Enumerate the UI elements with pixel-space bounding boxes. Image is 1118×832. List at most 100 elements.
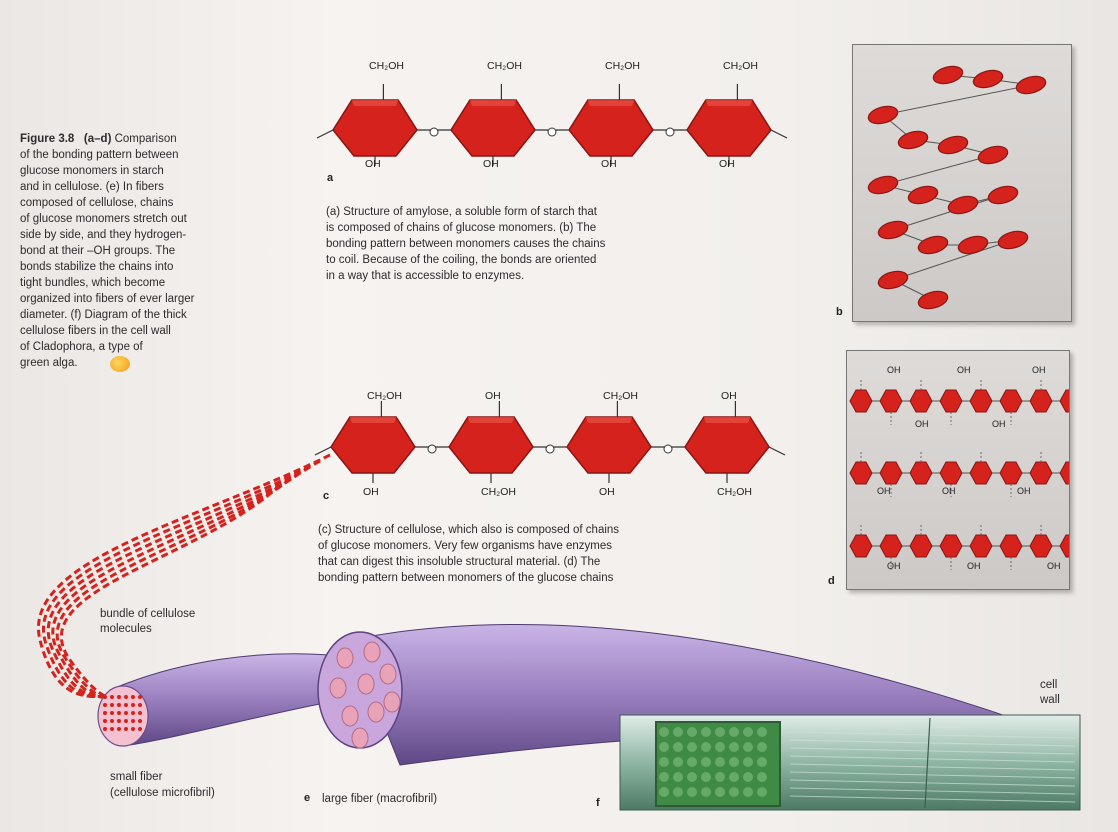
hydroxyl-label: OH: [1047, 561, 1061, 571]
cellulose-linkage-oxygen: [664, 445, 672, 453]
coil-glucose-unit: [931, 63, 964, 86]
sheet-glucose-unit: [910, 535, 932, 557]
cellulose-ring: [685, 417, 769, 473]
cellulose-bonding-panel: OH OH OH OH OH OH OH OH OH OH OH: [846, 350, 1070, 590]
sheet-glucose-unit: [970, 535, 992, 557]
amylose-ring: [333, 100, 417, 156]
panel-letter-d: d: [828, 575, 835, 587]
coil-glucose-unit: [946, 193, 979, 216]
bundle-label: bundle of cellulose: [100, 607, 195, 623]
amylose-top-group: CH₂OH: [723, 60, 758, 72]
hydroxyl-label: OH: [967, 561, 981, 571]
coil-glucose-unit: [916, 288, 949, 311]
amylose-top-group: CH₂OH: [369, 60, 404, 72]
sheet-glucose-unit: [970, 462, 992, 484]
hydroxyl-label: OH: [942, 486, 956, 496]
sheet-glucose-unit: [1030, 535, 1052, 557]
large-fiber-label: large fiber (macrofibril): [322, 792, 437, 808]
amylose-top-group: CH₂OH: [487, 60, 522, 72]
cellulose-bottom-group: CH₂OH: [481, 486, 516, 498]
sheet-glucose-unit: [970, 390, 992, 412]
sheet-glucose-unit: [910, 462, 932, 484]
coil-glucose-unit: [1014, 73, 1047, 96]
coil-glucose-unit: [906, 183, 939, 206]
microfibril-section: [380, 664, 396, 684]
sheet-glucose-unit: [910, 390, 932, 412]
amylose-coil-panel: [852, 44, 1072, 322]
sheet-glucose-unit: [880, 462, 902, 484]
sheet-glucose-unit: [1030, 390, 1052, 412]
cellulose-top-group: CH₂OH: [367, 390, 402, 402]
sheet-glucose-unit: [880, 390, 902, 412]
microfibril-section: [352, 728, 368, 748]
panel-letter-a: a: [327, 172, 333, 184]
microfibril-section: [364, 642, 380, 662]
hydroxyl-label: OH: [887, 561, 901, 571]
cellulose-top-group: CH₂OH: [603, 390, 638, 402]
coil-glucose-unit: [996, 228, 1029, 251]
sheet-glucose-unit: [1030, 462, 1052, 484]
cellulose-linkage-oxygen: [546, 445, 554, 453]
panel-letter-f: f: [596, 797, 600, 809]
amylose-top-group: CH₂OH: [605, 60, 640, 72]
amylose-linkage-oxygen: [430, 128, 438, 136]
cellulose-bottom-group: OH: [363, 486, 379, 498]
amylose-linkage-oxygen: [548, 128, 556, 136]
amylose-ring: [687, 100, 771, 156]
coil-glucose-unit: [876, 218, 909, 241]
microfibril-section: [358, 674, 374, 694]
sheet-glucose-unit: [1060, 390, 1069, 412]
sheet-glucose-unit: [1000, 535, 1022, 557]
amylose-linkage-oxygen: [666, 128, 674, 136]
amylose-bottom-group: OH: [601, 158, 617, 170]
microfibril-section: [342, 706, 358, 726]
cell-wall-label: cell: [1040, 678, 1057, 694]
hydroxyl-label: OH: [915, 419, 929, 429]
sheet-glucose-unit: [850, 535, 872, 557]
hydroxyl-label: OH: [992, 419, 1006, 429]
coil-glucose-unit: [916, 233, 949, 256]
coil-glucose-unit: [971, 67, 1004, 90]
panel-letter-e: e: [304, 792, 310, 804]
panel-letter-b: b: [836, 306, 843, 318]
hydroxyl-label: OH: [1032, 365, 1046, 375]
cellulose-hydrogen-bonds: OH OH OH OH OH OH OH OH OH OH OH: [847, 351, 1069, 589]
microfibril-section: [337, 648, 353, 668]
sheet-glucose-unit: [1060, 535, 1069, 557]
coil-glucose-unit: [956, 233, 989, 256]
sheet-glucose-unit: [850, 462, 872, 484]
microfibril-section: [384, 692, 400, 712]
amylose-bottom-group: OH: [365, 158, 381, 170]
sheet-glucose-unit: [880, 535, 902, 557]
hydroxyl-label: OH: [887, 365, 901, 375]
amylose-chain: [317, 84, 787, 166]
hydroxyl-label: OH: [877, 486, 891, 496]
amylose-bottom-group: OH: [483, 158, 499, 170]
coil-glucose-unit: [866, 103, 899, 126]
amylose-ring: [569, 100, 653, 156]
coil-glucose-unit: [896, 128, 929, 151]
cellulose-linkage-oxygen: [428, 445, 436, 453]
sheet-glucose-unit: [940, 535, 962, 557]
cellulose-top-group: OH: [485, 390, 501, 402]
cellulose-ring: [567, 417, 651, 473]
cellulose-ring: [449, 417, 533, 473]
cellulose-bottom-group: OH: [599, 486, 615, 498]
sheet-glucose-unit: [850, 390, 872, 412]
coil-glucose-unit: [936, 133, 969, 156]
coil-glucose-unit: [976, 143, 1009, 166]
microfibril-section: [368, 702, 384, 722]
cellulose-top-group: OH: [721, 390, 737, 402]
hydroxyl-label: OH: [1017, 486, 1031, 496]
cellulose-bottom-group: CH₂OH: [717, 486, 752, 498]
amylose-bottom-group: OH: [719, 158, 735, 170]
sheet-glucose-unit: [940, 462, 962, 484]
coil-glucose-unit: [876, 268, 909, 291]
sheet-glucose-unit: [1000, 390, 1022, 412]
microfibril-section: [330, 678, 346, 698]
cellulose-chain: [315, 401, 785, 483]
small-fiber-end: [98, 686, 148, 746]
sheet-glucose-unit: [1060, 462, 1069, 484]
hydroxyl-label: OH: [957, 365, 971, 375]
